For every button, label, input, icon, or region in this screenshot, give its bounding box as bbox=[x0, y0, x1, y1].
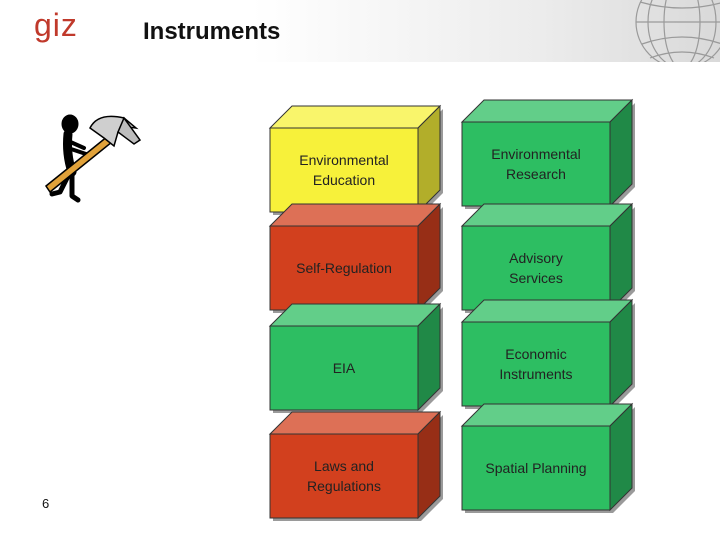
box-top-face bbox=[268, 105, 442, 129]
header-band bbox=[0, 0, 720, 62]
box-front-face bbox=[461, 425, 611, 511]
box-shape bbox=[268, 302, 443, 413]
box-top-face bbox=[268, 203, 442, 227]
hammer-figure-icon bbox=[44, 114, 142, 203]
box-front-face bbox=[269, 325, 419, 411]
box-label: Self-Regulation bbox=[296, 260, 392, 276]
box-shape bbox=[460, 402, 635, 513]
page-title: Instruments bbox=[143, 18, 281, 45]
page-number: 6 bbox=[42, 496, 50, 511]
box-top-face bbox=[460, 299, 634, 323]
box-front-face bbox=[269, 127, 419, 213]
box-shape bbox=[460, 98, 635, 209]
box-top-face bbox=[460, 203, 634, 227]
giz-logo: giz bbox=[34, 7, 78, 43]
box-shape bbox=[268, 104, 443, 215]
box-top-face bbox=[460, 99, 634, 123]
box-top-face bbox=[268, 303, 442, 327]
box-front-face bbox=[269, 225, 419, 311]
globe-icon bbox=[635, 0, 720, 62]
box-front-face bbox=[461, 225, 611, 311]
box-shape bbox=[460, 202, 635, 313]
box-front-face bbox=[269, 433, 419, 519]
box-label: Spatial Planning bbox=[485, 460, 587, 476]
box-front-face bbox=[461, 321, 611, 407]
box-top-face bbox=[460, 403, 634, 427]
box-shape bbox=[268, 202, 443, 313]
box-front-face bbox=[461, 121, 611, 207]
box-label: EIA bbox=[332, 360, 356, 376]
box-shape bbox=[268, 410, 443, 521]
box-top-face bbox=[268, 411, 442, 435]
box-shape bbox=[460, 298, 635, 409]
